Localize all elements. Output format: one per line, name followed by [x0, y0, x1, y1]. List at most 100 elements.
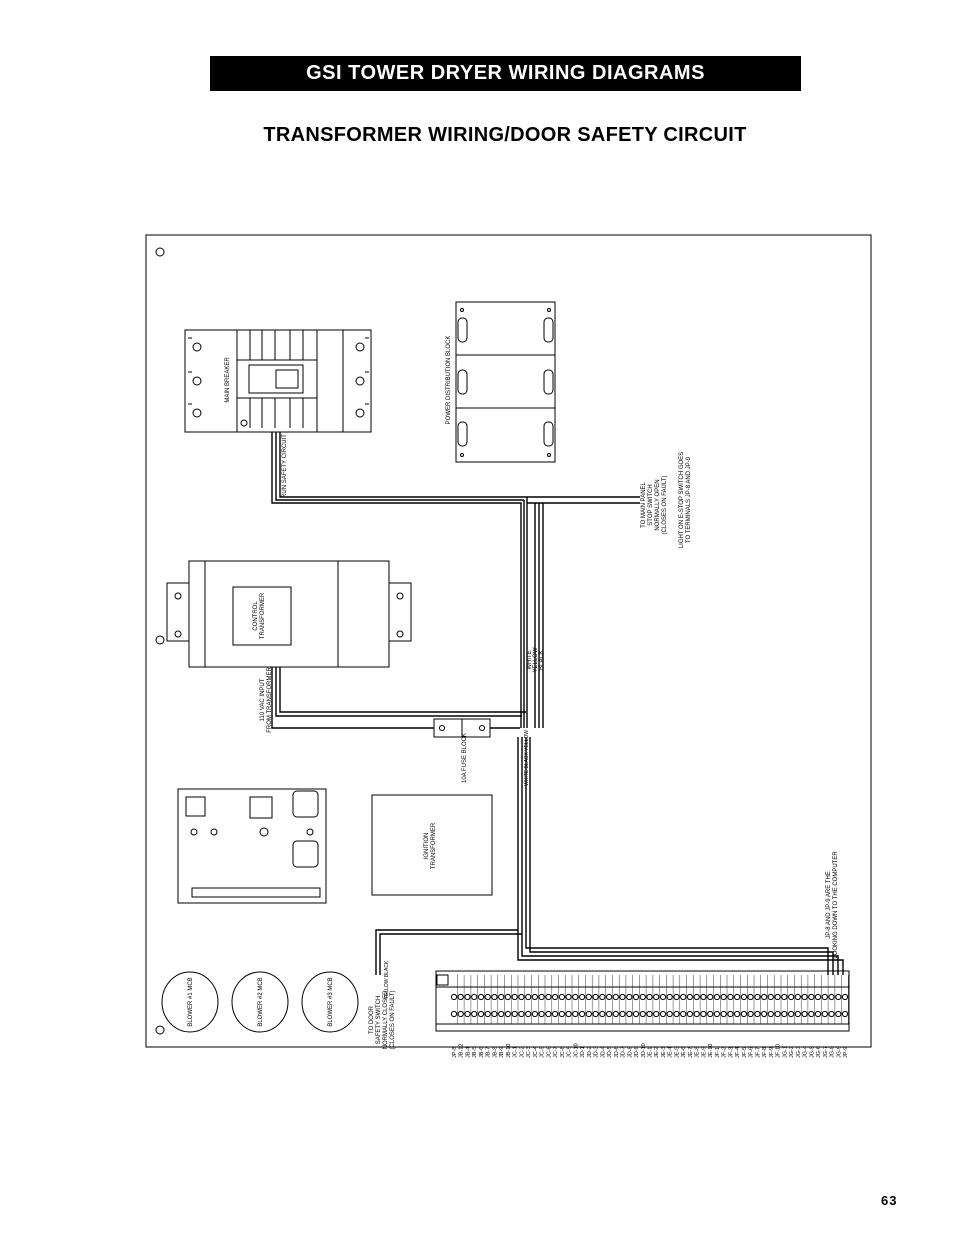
terminal-screw	[464, 993, 471, 1001]
terminal-label: JE-3	[661, 1047, 667, 1058]
terminal-screw	[498, 993, 505, 1001]
door-note-1: TO DOOR	[369, 1005, 375, 1034]
vac-input-label-2: FROM TRANSFORMER	[267, 667, 273, 733]
ignition-transformer	[371, 794, 493, 896]
terminal-screw	[828, 993, 835, 1001]
terminal-screw	[693, 993, 700, 1001]
terminal-label: JP-9	[843, 1047, 849, 1058]
control-transformer	[166, 560, 412, 668]
terminal-screw	[471, 993, 478, 1001]
terminal-screw	[734, 993, 741, 1001]
terminal-screw	[801, 1010, 808, 1018]
terminal-screw	[808, 1010, 815, 1018]
terminal-label: JE-7	[688, 1047, 694, 1058]
terminal-label: JB-6	[479, 1047, 485, 1058]
terminal-label: JC-6	[546, 1046, 552, 1058]
terminal-label: JD-6	[614, 1046, 620, 1058]
terminal-screw	[707, 1010, 714, 1018]
mount-hole	[155, 635, 165, 645]
terminal-screw	[666, 1010, 673, 1018]
terminal-label: JG-9	[836, 1046, 842, 1058]
terminal-label: JC-5	[540, 1046, 546, 1058]
door-note-4: (CLOSES ON FAULT)	[390, 991, 396, 1050]
mount-hole	[155, 1025, 165, 1035]
terminal-label: JC-3	[526, 1046, 532, 1058]
main-breaker-label: MAIN BREAKER	[225, 357, 231, 403]
terminal-screw	[680, 993, 687, 1001]
terminal-screw	[666, 993, 673, 1001]
wire-white-label: WHITE	[527, 650, 533, 669]
terminal-screw	[606, 1010, 613, 1018]
terminal-screw	[781, 1010, 788, 1018]
terminal-screw	[639, 993, 646, 1001]
terminal-label: JC-1	[513, 1046, 519, 1058]
terminal-screw	[720, 1010, 727, 1018]
terminal-label: JG-1	[782, 1046, 788, 1058]
terminal-screw	[700, 993, 707, 1001]
terminal-screw	[646, 993, 653, 1001]
terminal-label: JF-3	[728, 1047, 734, 1058]
terminal-screw	[727, 1010, 734, 1018]
terminal-screw	[713, 1010, 721, 1018]
terminal-screw	[727, 993, 734, 1001]
terminal-screw	[471, 1010, 478, 1018]
terminal-screw	[700, 1010, 707, 1018]
terminal-screw	[841, 1010, 849, 1018]
terminal-screw	[801, 993, 808, 1001]
run-safety-label: RUN SAFETY CIRCUIT	[282, 434, 288, 498]
terminal-screw	[659, 1010, 667, 1018]
terminal-screw	[828, 1010, 835, 1018]
terminal-screw	[808, 993, 815, 1001]
terminal-screw	[592, 993, 599, 1001]
terminal-screw	[504, 993, 511, 1001]
terminal-label: JF-2	[722, 1047, 728, 1058]
terminal-label: JD-1	[580, 1046, 586, 1058]
terminal-screw	[720, 993, 727, 1001]
terminal-label: JE-1	[648, 1047, 654, 1058]
terminal-screw	[774, 993, 781, 1001]
terminal-screw	[835, 993, 842, 1001]
ignition-label-1: IGNITION	[424, 833, 430, 860]
terminal-label: JB-12	[459, 1044, 465, 1058]
terminal-screw	[585, 1010, 592, 1018]
terminal-screw	[457, 1010, 464, 1018]
terminal-screw	[774, 1010, 781, 1018]
section-banner: GSI TOWER DRYER WIRING DIAGRAMS	[210, 56, 801, 91]
terminal-screw	[619, 1010, 626, 1018]
terminal-label: JC-8	[560, 1046, 566, 1058]
blower-2	[231, 971, 289, 1033]
main-breaker	[184, 329, 372, 433]
page-number: 63	[881, 1193, 898, 1208]
terminal-screw	[747, 993, 754, 1001]
terminal-strip	[435, 970, 850, 1032]
terminal-screw	[518, 993, 525, 1001]
terminal-screw	[491, 993, 498, 1001]
blower-3	[301, 971, 359, 1033]
estop-note-6: TO TERMINALS JP-8 AND JP-9	[686, 456, 692, 543]
terminal-screw	[565, 1010, 572, 1018]
terminal-label: JF-7	[755, 1047, 761, 1058]
terminal-screw	[579, 1010, 586, 1018]
terminal-screw	[707, 993, 714, 1001]
jp-note-1: JP-8 AND JP-9 ARE THE	[826, 871, 832, 939]
terminal-screw	[626, 993, 633, 1001]
terminal-screw	[592, 1010, 599, 1018]
terminal-screw	[794, 993, 801, 1001]
terminal-screw	[518, 1010, 525, 1018]
terminal-screw	[599, 1010, 606, 1018]
control-transformer-label-2: TRANSFORMER	[260, 592, 266, 639]
terminal-screw	[525, 1010, 532, 1018]
terminal-screw	[552, 993, 559, 1001]
terminal-screw	[639, 1010, 646, 1018]
terminal-screw	[673, 1010, 680, 1018]
terminal-screw	[511, 1010, 518, 1018]
yellow-black-label: YELLOW BLACK	[384, 960, 390, 999]
terminal-screw	[693, 1010, 700, 1018]
terminal-screw	[612, 1010, 619, 1018]
terminal-screw	[477, 993, 485, 1001]
terminal-screw	[545, 993, 552, 1001]
terminal-screw	[686, 1010, 694, 1018]
terminal-screw	[450, 993, 458, 1001]
